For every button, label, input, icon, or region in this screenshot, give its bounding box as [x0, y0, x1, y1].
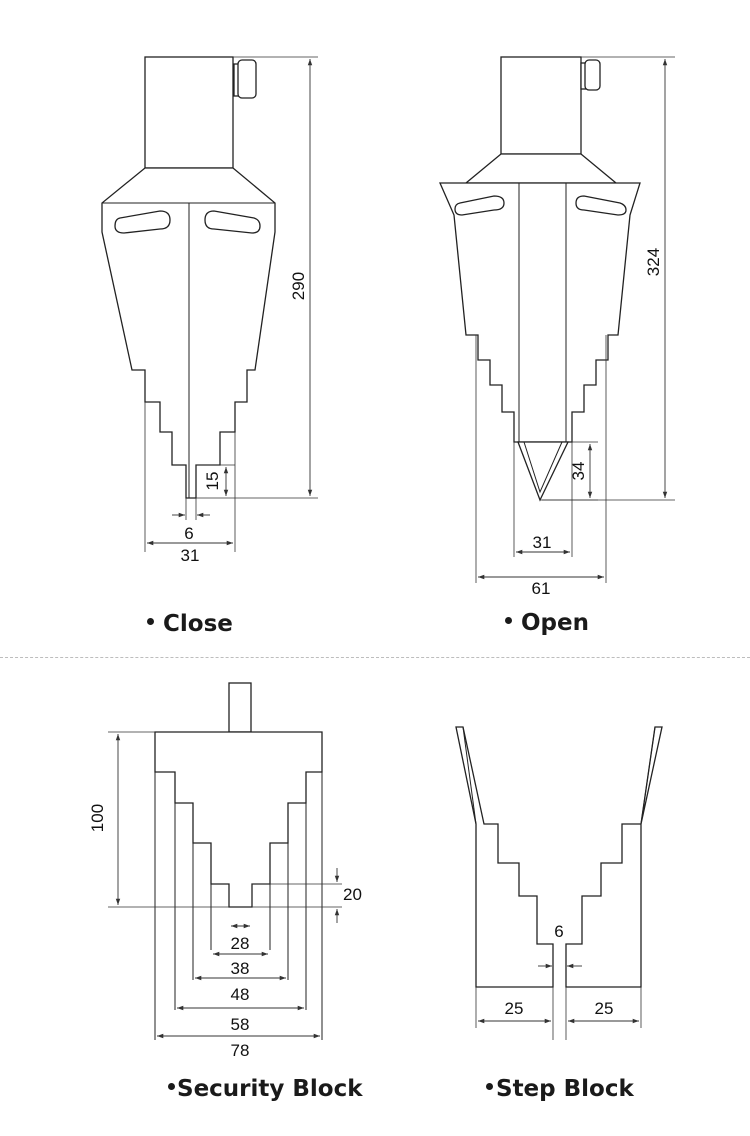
open-punch-drawing: 324 34 31 61 — [439, 56, 675, 598]
caption-open-text: Open — [521, 610, 589, 636]
caption-close: Close — [147, 611, 233, 637]
caption-close-text: Close — [163, 611, 233, 637]
bullet-icon — [168, 1083, 175, 1090]
caption-security-block: Security Block — [168, 1076, 363, 1102]
close-clamp-screw-knob — [237, 59, 257, 99]
close-punch-drawing: 290 15 6 31 — [101, 56, 318, 565]
security-width-48-label: 48 — [231, 985, 250, 1004]
open-height-label: 324 — [644, 248, 663, 276]
close-tip-height-label: 15 — [203, 472, 222, 491]
close-height-label: 290 — [289, 272, 308, 300]
open-punch-body — [439, 182, 641, 443]
open-right-slot — [575, 195, 627, 216]
close-left-slot — [114, 210, 171, 234]
security-width-58-label: 58 — [231, 1015, 250, 1034]
open-v-tip-inner — [523, 441, 563, 494]
step-block-body-right — [565, 726, 663, 988]
caption-security-block-text: Security Block — [177, 1076, 363, 1102]
close-right-slot — [204, 210, 261, 234]
step-block-drawing: 6 25 25 — [455, 726, 663, 1040]
open-bottom-width-label: 61 — [532, 579, 551, 598]
security-width-78-label: 78 — [231, 1041, 250, 1060]
security-block-tang — [228, 682, 252, 733]
bullet-icon — [147, 618, 154, 625]
security-width-38-label: 38 — [231, 959, 250, 978]
caption-step-block: Step Block — [486, 1076, 634, 1102]
security-block-body — [154, 731, 323, 908]
open-shank — [500, 56, 582, 155]
close-shank — [144, 56, 234, 169]
security-height-label: 100 — [88, 804, 107, 832]
bullet-icon — [486, 1083, 493, 1090]
close-bottom-width-label: 31 — [181, 546, 200, 565]
close-tip-width-label: 6 — [184, 524, 193, 543]
step-right-width-label: 25 — [595, 999, 614, 1018]
step-left-width-label: 25 — [505, 999, 524, 1018]
open-tip-height-label: 34 — [569, 462, 588, 481]
open-shoulder — [464, 153, 618, 184]
open-left-slot — [454, 195, 505, 216]
step-gap-label: 6 — [554, 922, 563, 941]
caption-open: Open — [505, 610, 589, 636]
open-v-tip — [517, 441, 570, 502]
security-width-28-label: 28 — [231, 934, 250, 953]
security-step-height-label: 20 — [343, 885, 362, 904]
security-block-drawing: 100 20 28 38 48 58 78 — [88, 682, 362, 1060]
bullet-icon — [505, 617, 512, 624]
step-block-body — [455, 726, 554, 988]
caption-step-block-text: Step Block — [496, 1076, 634, 1102]
open-inner-width-label: 31 — [533, 533, 552, 552]
section-divider — [0, 657, 750, 658]
open-clamp-screw-knob — [584, 59, 601, 91]
